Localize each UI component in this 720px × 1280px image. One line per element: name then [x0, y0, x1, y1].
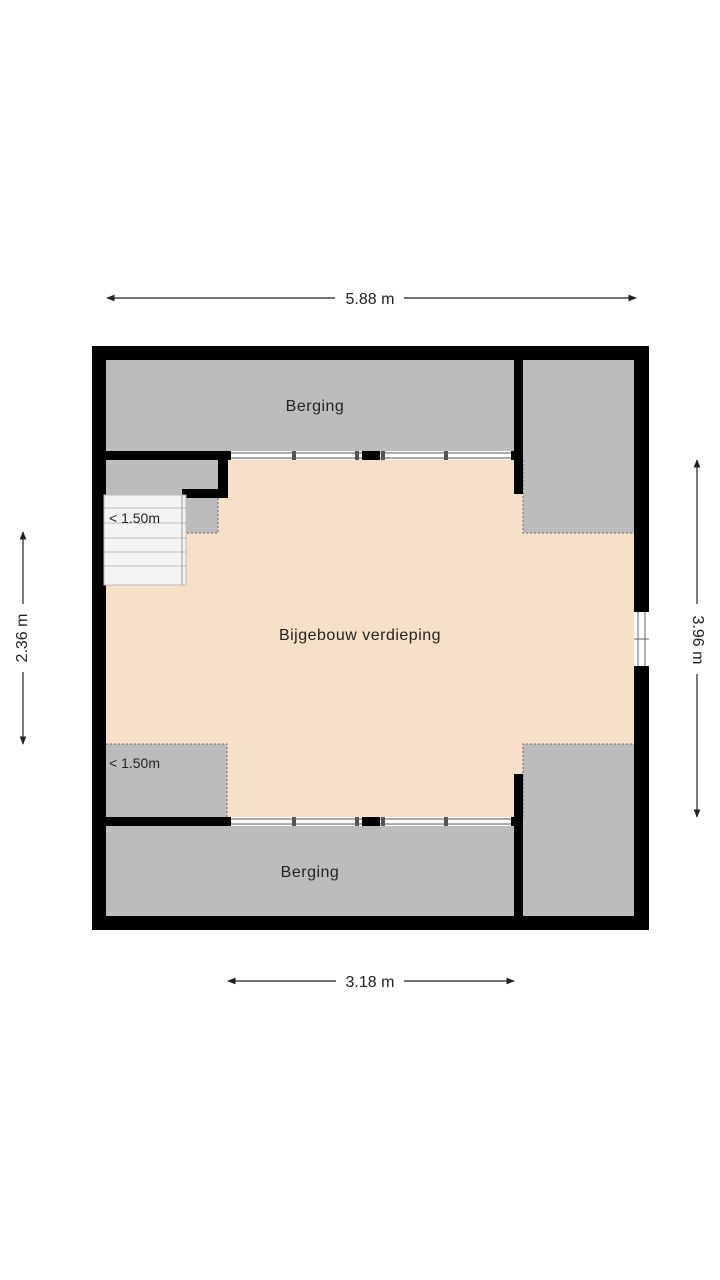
- dimension-top-label: 5.88 m: [346, 291, 395, 308]
- dimension-top: 5.88 m: [106, 291, 637, 308]
- window-right: [634, 612, 649, 666]
- dimension-left-label: 2.36 m: [14, 614, 31, 663]
- room-label-main: Bijgebouw verdieping: [279, 627, 441, 644]
- dimension-bottom: 3.18 m: [227, 974, 515, 991]
- window-top: [226, 451, 516, 460]
- staircase: [103, 494, 187, 586]
- dimension-right-label: 3.96 m: [689, 616, 706, 665]
- room-label-storage-bottom: Berging: [281, 864, 340, 881]
- dimension-bottom-label: 3.18 m: [346, 974, 395, 991]
- wall-top-interior: [106, 451, 228, 460]
- window-bottom: [226, 817, 516, 826]
- storage-right-bottom-area: [523, 744, 634, 916]
- low-height-bottom-area: [106, 744, 227, 817]
- storage-right-top-area: [523, 360, 634, 533]
- wall-stair-horizontal: [182, 489, 228, 498]
- wall-vertical-bottom-right: [514, 774, 523, 916]
- dimension-right: 3.96 m: [689, 459, 706, 818]
- label-low-height-top: < 1.50m: [109, 510, 160, 526]
- label-low-height-bottom: < 1.50m: [109, 755, 160, 771]
- room-label-storage-top: Berging: [286, 398, 345, 415]
- storage-bottom-area: [106, 826, 514, 916]
- boundary-left-bottom: [106, 743, 228, 817]
- dimension-left: 2.36 m: [14, 531, 31, 745]
- wall-stair-vertical: [218, 451, 228, 498]
- wall-bottom-interior: [106, 817, 228, 826]
- wall-vertical-top-right: [514, 360, 523, 494]
- storage-top-area: [106, 360, 514, 451]
